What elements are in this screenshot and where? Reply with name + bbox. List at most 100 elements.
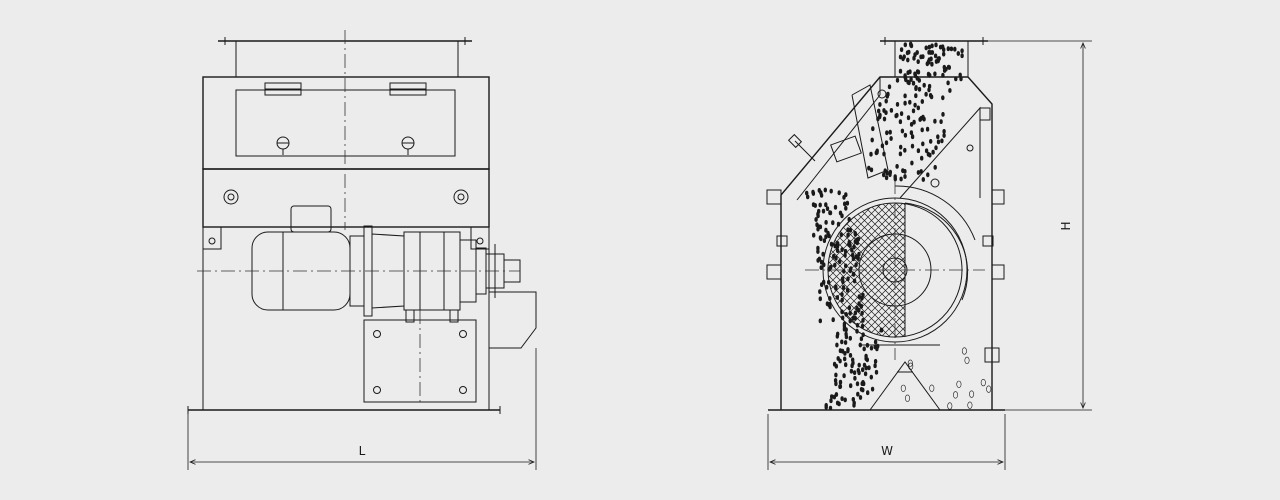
particle bbox=[833, 204, 838, 210]
particle bbox=[833, 243, 837, 249]
particle bbox=[927, 73, 932, 78]
particle bbox=[841, 285, 846, 290]
particle bbox=[934, 145, 938, 151]
particle bbox=[906, 115, 911, 121]
particle bbox=[875, 343, 880, 349]
particle bbox=[907, 80, 911, 86]
particle bbox=[915, 69, 920, 74]
particle bbox=[879, 327, 883, 333]
particle bbox=[858, 342, 862, 348]
particle bbox=[838, 358, 842, 364]
particle bbox=[824, 404, 828, 410]
particle bbox=[840, 339, 844, 345]
particle bbox=[848, 318, 852, 324]
particle bbox=[920, 127, 924, 133]
particle bbox=[941, 95, 945, 101]
particle bbox=[852, 244, 856, 250]
particle bbox=[969, 390, 975, 398]
particle bbox=[933, 164, 937, 170]
particle bbox=[904, 394, 910, 402]
particle bbox=[824, 284, 829, 290]
particle bbox=[927, 83, 932, 89]
particle bbox=[835, 333, 839, 339]
particle bbox=[876, 108, 881, 114]
particle bbox=[840, 247, 844, 252]
particle bbox=[863, 371, 868, 377]
particle bbox=[876, 116, 880, 122]
particle bbox=[818, 289, 822, 294]
particle bbox=[909, 122, 914, 127]
particle bbox=[934, 42, 938, 48]
particle bbox=[819, 259, 824, 265]
particle bbox=[835, 241, 840, 246]
particle bbox=[867, 365, 871, 371]
particle bbox=[900, 384, 906, 392]
particle bbox=[924, 45, 928, 51]
particle bbox=[938, 44, 943, 50]
particle bbox=[818, 318, 822, 324]
particle bbox=[898, 68, 903, 74]
particle bbox=[878, 112, 882, 118]
particle bbox=[941, 51, 946, 57]
particle bbox=[875, 148, 879, 154]
particle bbox=[842, 356, 847, 362]
particle bbox=[860, 381, 864, 386]
particle bbox=[840, 309, 844, 315]
particle bbox=[920, 99, 924, 104]
particle bbox=[842, 373, 846, 379]
particle bbox=[833, 262, 837, 268]
particle bbox=[947, 402, 953, 410]
particle bbox=[847, 216, 851, 222]
particle bbox=[855, 328, 859, 334]
particle bbox=[908, 99, 912, 105]
particle bbox=[899, 47, 904, 52]
particle bbox=[862, 346, 866, 352]
particle bbox=[903, 168, 907, 174]
particle bbox=[853, 315, 857, 321]
particle bbox=[818, 202, 822, 208]
particle bbox=[946, 64, 951, 70]
particle bbox=[874, 369, 879, 375]
front-view: L bbox=[187, 30, 537, 470]
particle bbox=[898, 54, 903, 60]
particle bbox=[960, 53, 964, 59]
particle bbox=[844, 205, 848, 211]
particle bbox=[846, 347, 850, 352]
frame-bolts bbox=[223, 189, 469, 205]
particle bbox=[840, 297, 844, 303]
dimension-width: W bbox=[767, 414, 1006, 470]
particle bbox=[882, 116, 887, 122]
particle bbox=[823, 187, 827, 193]
particle bbox=[856, 236, 861, 242]
length-label: L bbox=[359, 444, 366, 458]
particle bbox=[811, 232, 816, 238]
particle bbox=[924, 91, 928, 97]
particle bbox=[816, 226, 820, 232]
particle bbox=[884, 98, 888, 104]
particle bbox=[964, 356, 970, 365]
dimension-height: H bbox=[988, 40, 1092, 411]
particle bbox=[805, 194, 810, 200]
right-bracket bbox=[470, 226, 490, 250]
particle bbox=[888, 129, 892, 135]
particle bbox=[819, 282, 824, 287]
particle bbox=[944, 66, 948, 72]
particle bbox=[829, 241, 834, 247]
particle bbox=[873, 339, 878, 345]
particle bbox=[869, 374, 873, 380]
particle bbox=[819, 190, 823, 195]
particle bbox=[914, 93, 918, 99]
particle bbox=[914, 86, 918, 91]
particle bbox=[864, 365, 868, 371]
particle bbox=[853, 375, 857, 381]
discharge-cone bbox=[869, 361, 941, 411]
particle bbox=[829, 398, 833, 404]
particle bbox=[926, 172, 930, 178]
particle bbox=[910, 160, 914, 166]
particle bbox=[843, 248, 848, 254]
particle bbox=[961, 347, 967, 355]
particle bbox=[857, 362, 861, 368]
particle bbox=[828, 405, 833, 411]
particle bbox=[848, 310, 852, 316]
particle bbox=[857, 307, 861, 313]
